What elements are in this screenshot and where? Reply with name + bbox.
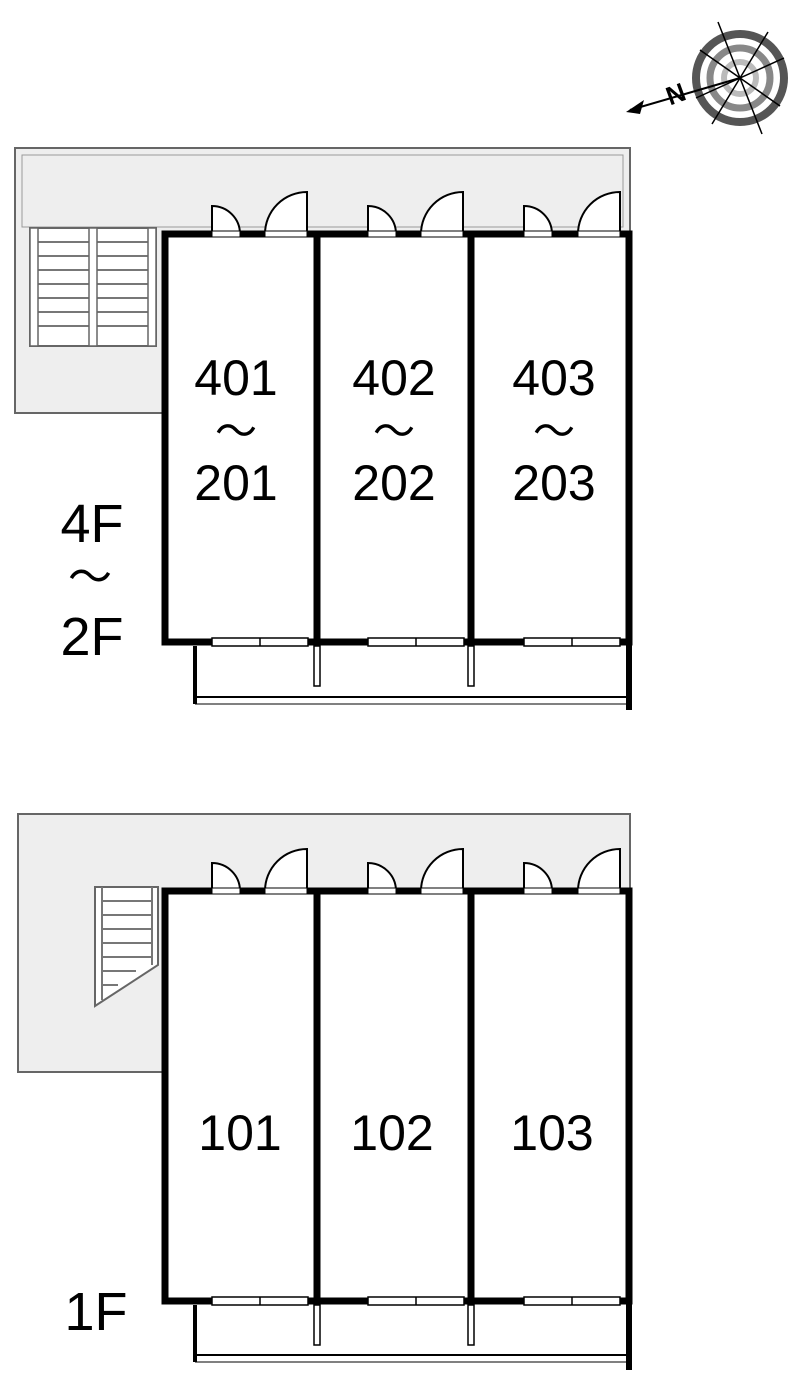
floor-label-bottom: 2F <box>60 607 123 667</box>
room-number-bottom: 203 <box>512 455 595 511</box>
range-tilde: 〜 <box>215 408 257 455</box>
unit-label-upper-3: 403 〜 203 <box>512 350 595 511</box>
upper-windows <box>211 637 621 647</box>
room-number: 103 <box>510 1105 593 1161</box>
upper-floor-plan: 401 〜 201 402 〜 202 403 〜 203 4F 〜 2F <box>14 147 633 710</box>
room-number-top: 402 <box>352 350 435 406</box>
range-tilde: 〜 <box>533 408 575 455</box>
door-icon <box>576 847 621 892</box>
door-icon <box>419 190 464 235</box>
room-number-top: 401 <box>194 350 277 406</box>
upper-doors <box>211 190 621 238</box>
upper-units-walls <box>161 230 633 646</box>
range-tilde: 〜 <box>68 553 112 602</box>
room-number-bottom: 201 <box>194 455 277 511</box>
compass-icon: N <box>626 21 788 135</box>
unit-label-upper-1: 401 〜 201 <box>194 350 277 511</box>
room-number-bottom: 202 <box>352 455 435 511</box>
room-number-top: 403 <box>512 350 595 406</box>
range-tilde: 〜 <box>373 408 415 455</box>
door-icon <box>263 847 308 892</box>
floor-label-upper: 4F 〜 2F <box>60 494 123 667</box>
door-icon <box>263 190 308 235</box>
upper-balcony <box>193 642 632 710</box>
ground-doors <box>211 847 621 895</box>
unit-label-upper-2: 402 〜 202 <box>352 350 435 511</box>
floor-label-top: 4F <box>60 494 123 554</box>
door-icon <box>576 190 621 235</box>
floor-label-ground: 1F <box>64 1282 127 1342</box>
ground-stairs <box>94 886 159 1008</box>
room-number: 101 <box>198 1105 281 1161</box>
room-number: 102 <box>350 1105 433 1161</box>
ground-windows <box>211 1296 621 1306</box>
upper-stairs <box>29 227 157 347</box>
ground-units-walls <box>161 887 633 1305</box>
ground-balcony <box>193 1301 632 1370</box>
compass-north-letter: N <box>662 77 690 112</box>
door-icon <box>419 847 464 892</box>
ground-floor-plan: 101 102 103 1F <box>17 813 633 1370</box>
